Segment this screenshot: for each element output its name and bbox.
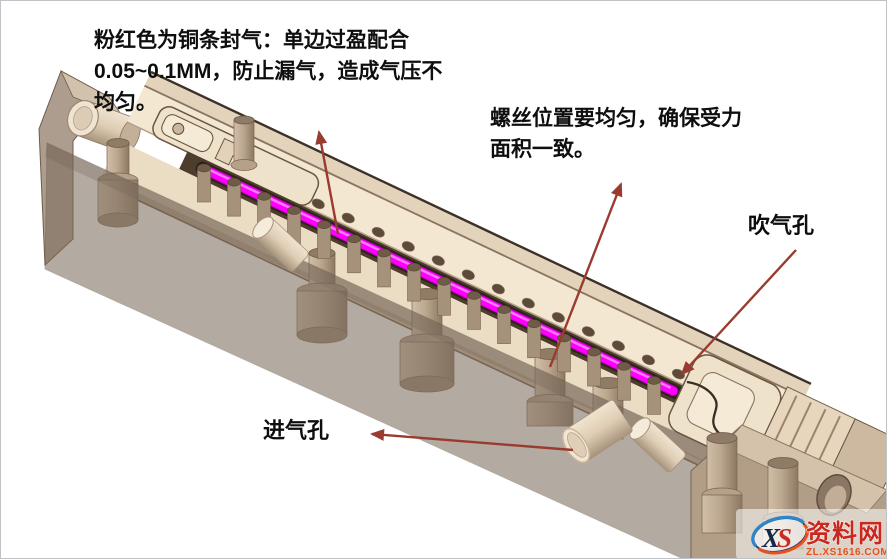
seal-screw-peg (617, 361, 631, 401)
annotation-line: 面积一致。 (490, 138, 595, 161)
deck-hole (461, 269, 475, 281)
deck-hole (581, 326, 595, 337)
label-intake-hole: 进气孔 (263, 418, 330, 443)
deck-hole (551, 312, 565, 323)
logo-orange-swoosh (757, 523, 809, 555)
slanted-boss-left (252, 216, 309, 272)
seal-screw-peg (527, 319, 541, 359)
deck-hole (641, 354, 655, 366)
label-blow-hole: 吹气孔 (748, 213, 815, 238)
arrow-intake-hole (370, 428, 574, 452)
annotation-line: 粉红色为铜条封气：单边过盈配合 (94, 29, 409, 52)
logo-blue-swoosh (751, 515, 805, 548)
annotation-line: 0.05~0.1MM，防止漏气，造成气压不 (94, 60, 443, 83)
deck-hole (371, 226, 385, 238)
seal-screw-peg (407, 262, 421, 302)
back-band (144, 73, 811, 397)
slanted-boss-right (629, 417, 686, 473)
deck-hole (431, 255, 445, 266)
lower-plate-top-sliver (45, 143, 721, 467)
annotation-screw-position: 螺丝位置要均匀，确保受力 面积一致。 (490, 103, 742, 165)
logo-ellipse (751, 515, 809, 555)
logo-url: ZL.XS1616.COM (806, 547, 887, 558)
back-edge-line (150, 70, 812, 386)
deck-hole (341, 212, 355, 224)
annotation-line: 均匀。 (94, 91, 157, 114)
deck-hole (491, 283, 505, 295)
seal-screw-peg (227, 177, 241, 217)
arrow-blow-hole (680, 249, 797, 376)
arrow-copper-strip (315, 130, 340, 235)
air-bar-assembly (38, 70, 886, 558)
seal-screw-peg (647, 376, 661, 415)
seal-screw-peg (347, 234, 361, 274)
seal-screw-peg (557, 333, 571, 373)
watermark-logo: XS 资料网 ZL.XS1616.COM (736, 507, 887, 558)
seal-screw-peg (437, 276, 451, 316)
annotation-arrows (315, 130, 797, 452)
logo-xs-text: XS (761, 523, 792, 553)
annotation-line: 螺丝位置要均匀，确保受力 (490, 107, 742, 130)
pocket-screw-hole (172, 122, 185, 135)
back-groove (144, 84, 805, 399)
logo-graphic: XS 资料网 ZL.XS1616.COM (736, 509, 887, 558)
deck-hole (401, 241, 415, 252)
screw-peg (701, 432, 743, 534)
seal-screw-peg (317, 220, 331, 259)
deck-hole (611, 340, 625, 351)
seal-screw-peg (377, 248, 391, 288)
seal-screw-peg (197, 163, 211, 203)
deck-hole (311, 198, 325, 210)
arrow-screw-position (548, 182, 623, 368)
lower-plate-front-face (44, 142, 722, 558)
seal-screw-peg (497, 305, 511, 344)
seal-screw-peg (467, 291, 481, 330)
annotation-copper-seal: 粉红色为铜条封气：单边过盈配合 0.05~0.1MM，防止漏气，造成气压不 均匀… (94, 25, 442, 118)
deck-hole (521, 297, 535, 309)
logo-site-name: 资料网 (806, 520, 884, 548)
screw-peg (230, 115, 258, 171)
seal-screw-peg (587, 347, 601, 387)
intake-cylinder (561, 399, 633, 464)
